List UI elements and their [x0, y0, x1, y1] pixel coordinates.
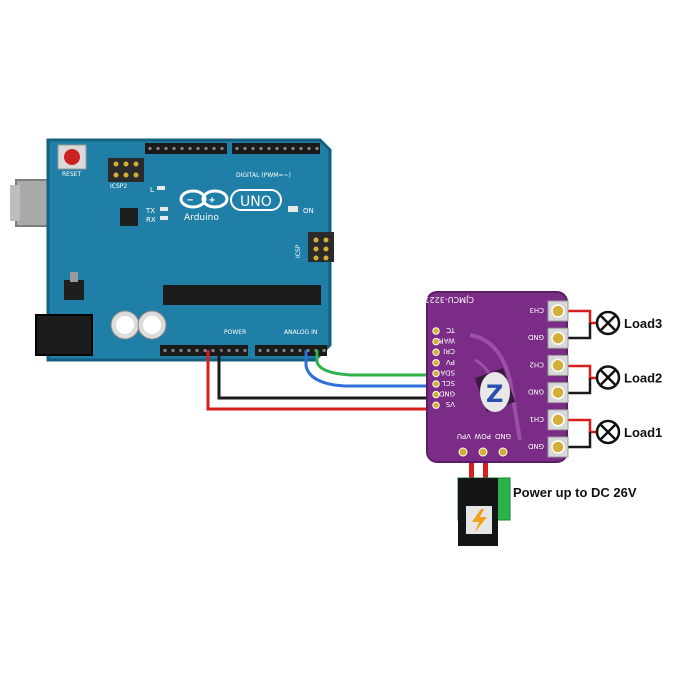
rx-led-label: RX [146, 216, 156, 224]
tx-led-label: TX [145, 207, 155, 215]
terminal-label: GND [528, 442, 544, 450]
wire-gnd-red [483, 458, 488, 480]
load-1: Load1 [595, 419, 662, 445]
sensor-pin-vs [432, 401, 440, 409]
bottom-pin-pow [478, 447, 488, 457]
reset-label: RESET [62, 171, 82, 178]
terminal-ch1 [551, 413, 565, 427]
analog-label: ANALOG IN [284, 329, 317, 336]
model-label: UNO [240, 194, 272, 210]
l-led-label: L [150, 186, 154, 194]
dc-barrel-jack [35, 314, 93, 356]
terminal-gnd [551, 440, 565, 454]
wire-green-sda [315, 350, 430, 377]
terminal-label: CH2 [529, 360, 544, 368]
dc-power-jack [457, 477, 511, 546]
svg-text:+: + [209, 195, 215, 206]
sensor-pin-cri [432, 348, 440, 356]
bottom-pin-label: VPU [457, 432, 471, 440]
icsp2-label: ICSP2 [110, 183, 127, 190]
terminal-gnd [551, 385, 565, 400]
wire-red-5v [206, 350, 430, 411]
digital-label: DIGITAL (PWM=~) [236, 172, 291, 179]
power-label: POWER [224, 329, 246, 336]
wire-blue-scl [304, 350, 430, 388]
sensor-pin-scl [432, 380, 440, 388]
bottom-pin-vpu [458, 447, 468, 457]
terminal-ch2 [551, 358, 565, 373]
sensor-pin-label: VS [445, 400, 455, 408]
sensor-pin-pv [432, 359, 440, 367]
icsp-label: ICSP [295, 244, 302, 258]
sensor-pin-label: SDA [440, 368, 455, 376]
load-2: Load2 [595, 365, 662, 390]
wire-load2-red [560, 364, 597, 380]
wire-pow-red [469, 458, 474, 480]
arduino-logo: − + [179, 189, 282, 211]
arduino-uno-board: RESET ICSP2 L TX RX − + UNO Arduino ON [10, 138, 334, 362]
terminal-ch3 [551, 304, 565, 318]
sensor-pin-label: GND [439, 390, 455, 398]
sensor-pin-label: SCL [442, 379, 455, 387]
wire-load3-black [560, 323, 592, 340]
voltage-regulator [64, 280, 84, 300]
terminal-gnd [551, 331, 565, 345]
sensor-pin-sda [432, 369, 440, 378]
icsp2-header [108, 158, 144, 182]
sensor-pin-label: TC [446, 326, 456, 334]
load-3: Load3 [595, 310, 662, 336]
icsp-header [308, 232, 334, 262]
terminal-label: GND [528, 333, 544, 341]
cjmcu-3221-board: Z CJMCU-3221 TC WAR CRI PV SDA SCL GND VS CH3GN… [424, 291, 569, 463]
wire-black-gnd [217, 350, 430, 400]
sensor-pin-label: WAR [439, 337, 455, 345]
sensor-pin-tc [432, 327, 440, 335]
reset-button[interactable] [64, 149, 80, 165]
power-label: Power up to DC 26V [513, 485, 637, 500]
brand-label: Arduino [184, 213, 219, 223]
sensor-title: CJMCU-3221 [424, 295, 474, 304]
sensor-pin-gnd [432, 390, 440, 399]
wire-load1-black [560, 432, 592, 449]
power-bolt-icon [472, 509, 487, 532]
sensor-pin-label: PV [446, 358, 455, 366]
wire-load2-black [560, 378, 592, 395]
load-label: Load3 [624, 316, 662, 331]
terminal-label: CH1 [529, 415, 544, 423]
wire-load3-red [560, 309, 597, 325]
bottom-pin-label: POW [474, 432, 491, 440]
terminal-label: CH3 [529, 306, 544, 314]
sensor-pin-war [432, 337, 440, 346]
bottom-pin-gnd [498, 447, 508, 457]
load-label: Load2 [624, 371, 662, 386]
load-label: Load1 [624, 425, 662, 440]
on-led-label: ON [303, 207, 314, 215]
sensor-pin-label: CRI [443, 347, 455, 355]
sensor-logo: Z [486, 380, 503, 408]
left-pin-header: TC WAR CRI PV SDA SCL GND VS [432, 326, 456, 409]
usb-chip [120, 208, 138, 226]
wires [206, 309, 597, 480]
terminal-label: GND [528, 388, 544, 396]
wire-load1-red [560, 418, 597, 434]
bottom-pin-label: GND [495, 432, 511, 440]
svg-text:−: − [187, 195, 193, 206]
atmega-chip [163, 285, 321, 305]
